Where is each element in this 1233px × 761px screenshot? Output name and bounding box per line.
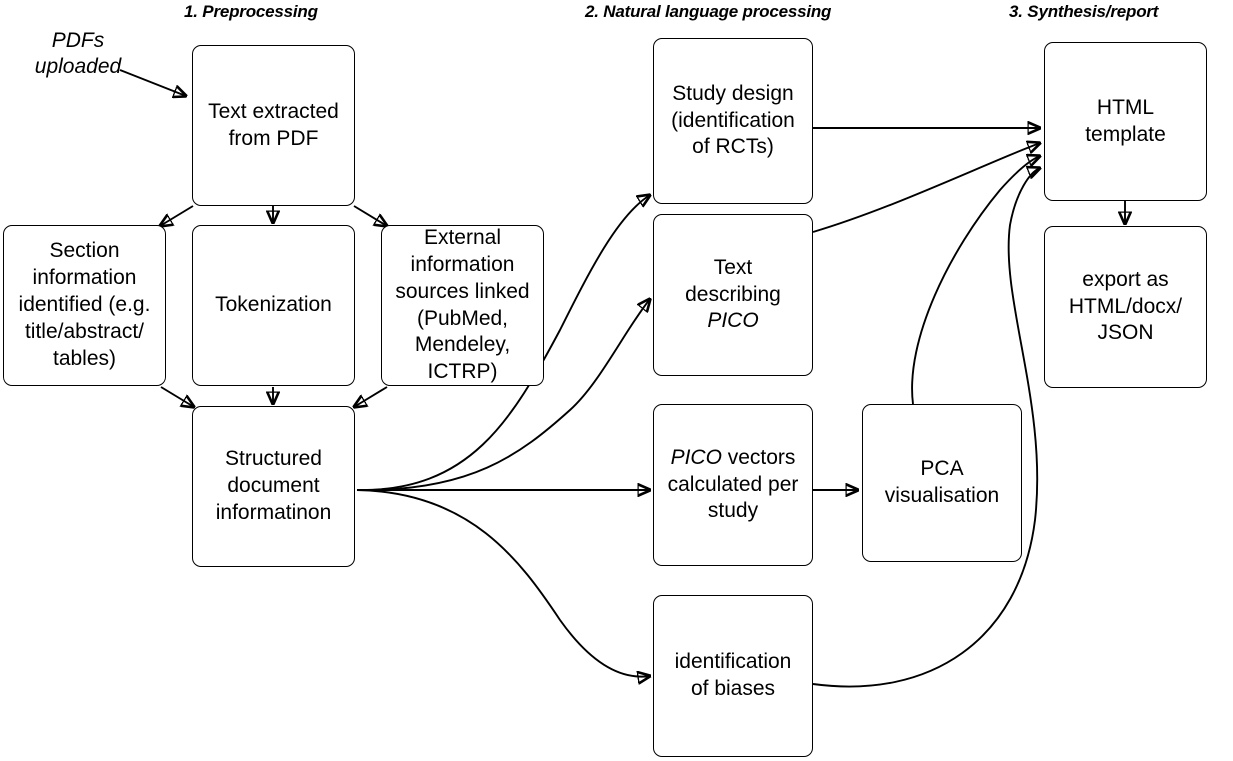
node-external-sources-line-3: sources linked xyxy=(395,279,530,303)
node-external-sources-line-4: (PubMed, xyxy=(416,306,509,330)
node-structured-document[interactable]: Structured document informatinon xyxy=(192,406,355,567)
edge-text-to-section xyxy=(160,205,194,226)
node-study-design-line-2: (identification xyxy=(671,108,795,132)
node-structured-document-line-3: informatinon xyxy=(215,500,332,524)
node-pca-visualisation-line-2: visualisation xyxy=(884,484,1000,507)
node-export-as-line-3: JSON xyxy=(1097,321,1154,345)
annotation-line-2: uploaded xyxy=(34,55,122,79)
edge-pico-text-to-html xyxy=(812,143,1040,233)
annotation-line-1: PDFs xyxy=(51,29,105,52)
edge-pca-to-html xyxy=(911,156,1040,405)
node-export-as-line-1: export as xyxy=(1082,267,1169,291)
node-export-as-line-2: HTML/docx/ xyxy=(1068,294,1183,318)
node-pico-vectors-line-3: study xyxy=(707,499,759,523)
node-text-extracted-line-2: from PDF xyxy=(228,126,319,150)
node-tokenization[interactable]: Tokenization xyxy=(192,225,355,386)
node-external-sources-line-1: External xyxy=(423,225,502,249)
edge-structured-to-biases xyxy=(356,489,650,677)
node-pico-vectors-line-2: calculated per xyxy=(667,472,799,496)
node-html-template[interactable]: HTML template xyxy=(1044,42,1207,201)
section-title-synthesis: 3. Synthesis/report xyxy=(1009,2,1159,21)
node-section-information[interactable]: Section information identified (e.g. tit… xyxy=(3,225,166,386)
node-external-sources-line-5: Mendeley, xyxy=(414,333,511,357)
node-pca-visualisation[interactable]: PCA visualisation xyxy=(862,404,1022,562)
node-pico-vectors-line-1-italic: PICO xyxy=(670,445,722,469)
edge-text-to-external xyxy=(353,205,387,226)
node-section-information-line-3: identified (e.g. xyxy=(18,293,151,317)
node-structured-document-line-1: Structured xyxy=(225,447,322,471)
node-identification-of-biases-line-2: of biases xyxy=(690,677,776,700)
node-section-information-line-1: Section xyxy=(49,239,120,263)
node-pca-visualisation-line-1: PCA xyxy=(920,457,964,481)
section-title-preprocessing: 1. Preprocessing xyxy=(184,2,318,21)
edge-external-to-structured xyxy=(354,386,388,407)
section-title-nlp: 2. Natural language processing xyxy=(585,2,832,21)
node-structured-document-line-2: document xyxy=(227,474,320,498)
node-section-information-line-2: information xyxy=(32,266,137,290)
node-section-information-line-4: title/abstract/ xyxy=(24,319,145,343)
node-html-template-line-1: HTML xyxy=(1096,95,1155,119)
edge-section-to-structured xyxy=(160,386,194,407)
node-export-as[interactable]: export as HTML/docx/ JSON xyxy=(1044,226,1207,388)
node-text-extracted-line-1: Text extracted xyxy=(208,99,339,123)
annotation-pdfs-uploaded: PDFs uploaded xyxy=(18,28,138,81)
node-external-sources-line-6: ICTRP) xyxy=(427,360,498,384)
node-study-design[interactable]: Study design (identification of RCTs) xyxy=(653,38,813,204)
node-section-information-line-5: tables) xyxy=(52,346,117,370)
node-text-describing-pico-line-1: Text xyxy=(713,255,753,279)
node-external-sources[interactable]: External information sources linked (Pub… xyxy=(381,225,544,386)
node-html-template-line-2: template xyxy=(1085,122,1166,146)
node-text-describing-pico-line-2: describing xyxy=(685,282,781,306)
node-pico-vectors[interactable]: PICO vectors calculated per study xyxy=(653,404,813,566)
node-identification-of-biases-line-1: identification xyxy=(674,650,792,674)
node-study-design-line-1: Study design xyxy=(672,81,794,105)
node-identification-of-biases[interactable]: identification of biases xyxy=(653,595,813,757)
node-tokenization-line-1: Tokenization xyxy=(215,293,332,317)
node-external-sources-line-2: information xyxy=(410,252,515,276)
node-pico-vectors-line-1-rest: vectors xyxy=(721,445,796,469)
node-text-describing-pico-line-3: PICO xyxy=(707,309,759,333)
node-study-design-line-3: of RCTs) xyxy=(692,135,774,159)
node-text-extracted[interactable]: Text extracted from PDF xyxy=(192,45,355,206)
node-text-describing-pico[interactable]: Text describing PICO xyxy=(653,214,813,376)
